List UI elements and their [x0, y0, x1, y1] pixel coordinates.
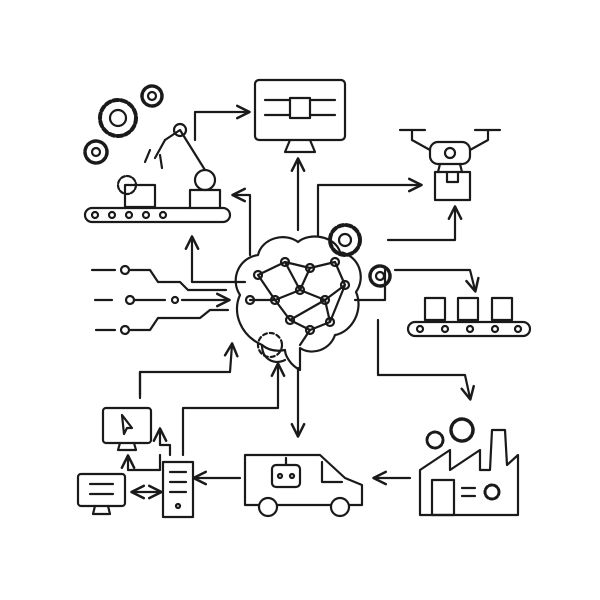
factory-icon	[418, 417, 520, 517]
data-input-lines-icon	[90, 264, 180, 336]
conveyor-boxes-icon	[406, 296, 532, 338]
desktop-icon	[76, 472, 127, 516]
gears-icon	[83, 84, 164, 165]
monitor-chip-icon	[253, 78, 347, 154]
server-tower-icon	[161, 460, 195, 519]
delivery-van-robot-icon	[243, 453, 364, 518]
brain-network-icon	[234, 235, 362, 372]
network-nodes	[244, 256, 351, 336]
gears-right-icon	[328, 223, 392, 288]
network-lines	[248, 260, 347, 347]
robot-arm-icon	[83, 122, 232, 224]
flow-arrows	[120, 104, 480, 500]
desktop-cursor-icon	[101, 406, 153, 452]
brain-gear-icon	[256, 331, 284, 359]
drone-package-icon	[398, 128, 502, 202]
